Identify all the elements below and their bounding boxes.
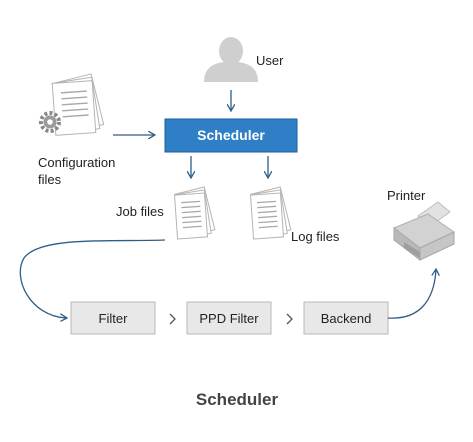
ppd-filter-label: PPD Filter	[199, 311, 259, 326]
ppd-filter-node: PPD Filter	[186, 301, 272, 335]
log-files-icon	[249, 186, 292, 240]
job-files-label: Job files	[116, 204, 164, 219]
configuration-files-label-line2: files	[38, 172, 62, 187]
gear-icon	[39, 111, 61, 133]
configuration-files-label-line1: Configuration	[38, 155, 115, 170]
user-icon	[204, 37, 258, 82]
scheduler-node: Scheduler	[164, 118, 298, 153]
arrow-job-files-to-filter	[19, 239, 166, 318]
log-files-label: Log files	[291, 229, 340, 244]
printer-label: Printer	[387, 188, 426, 203]
filter-node: Filter	[70, 301, 156, 335]
diagram-caption: Scheduler	[196, 390, 279, 409]
backend-node: Backend	[303, 301, 389, 335]
scheduler-label: Scheduler	[197, 127, 265, 143]
backend-label: Backend	[321, 311, 372, 326]
filter-label: Filter	[99, 311, 129, 326]
printer-icon	[393, 201, 455, 262]
user-label: User	[256, 53, 284, 68]
arrow-backend-to-printer	[387, 270, 436, 319]
chevron-right-icon	[169, 313, 176, 325]
configuration-files-icon	[39, 73, 105, 136]
chevron-right-icon	[286, 313, 293, 325]
job-files-icon	[173, 186, 216, 240]
